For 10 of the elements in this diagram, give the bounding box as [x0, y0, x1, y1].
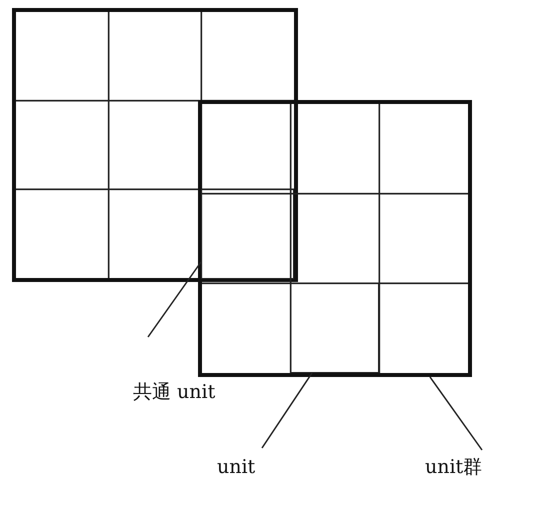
grid — [198, 100, 472, 377]
grid-cell — [201, 189, 294, 279]
label-text: 共通 unit — [133, 381, 253, 405]
leader-line — [261, 372, 313, 448]
label-text: unit — [217, 456, 267, 480]
leader-line — [429, 376, 483, 450]
grid-cell — [290, 283, 379, 373]
leader-line — [147, 262, 202, 338]
label-text: unit群 — [425, 456, 535, 480]
grid — [12, 8, 298, 282]
